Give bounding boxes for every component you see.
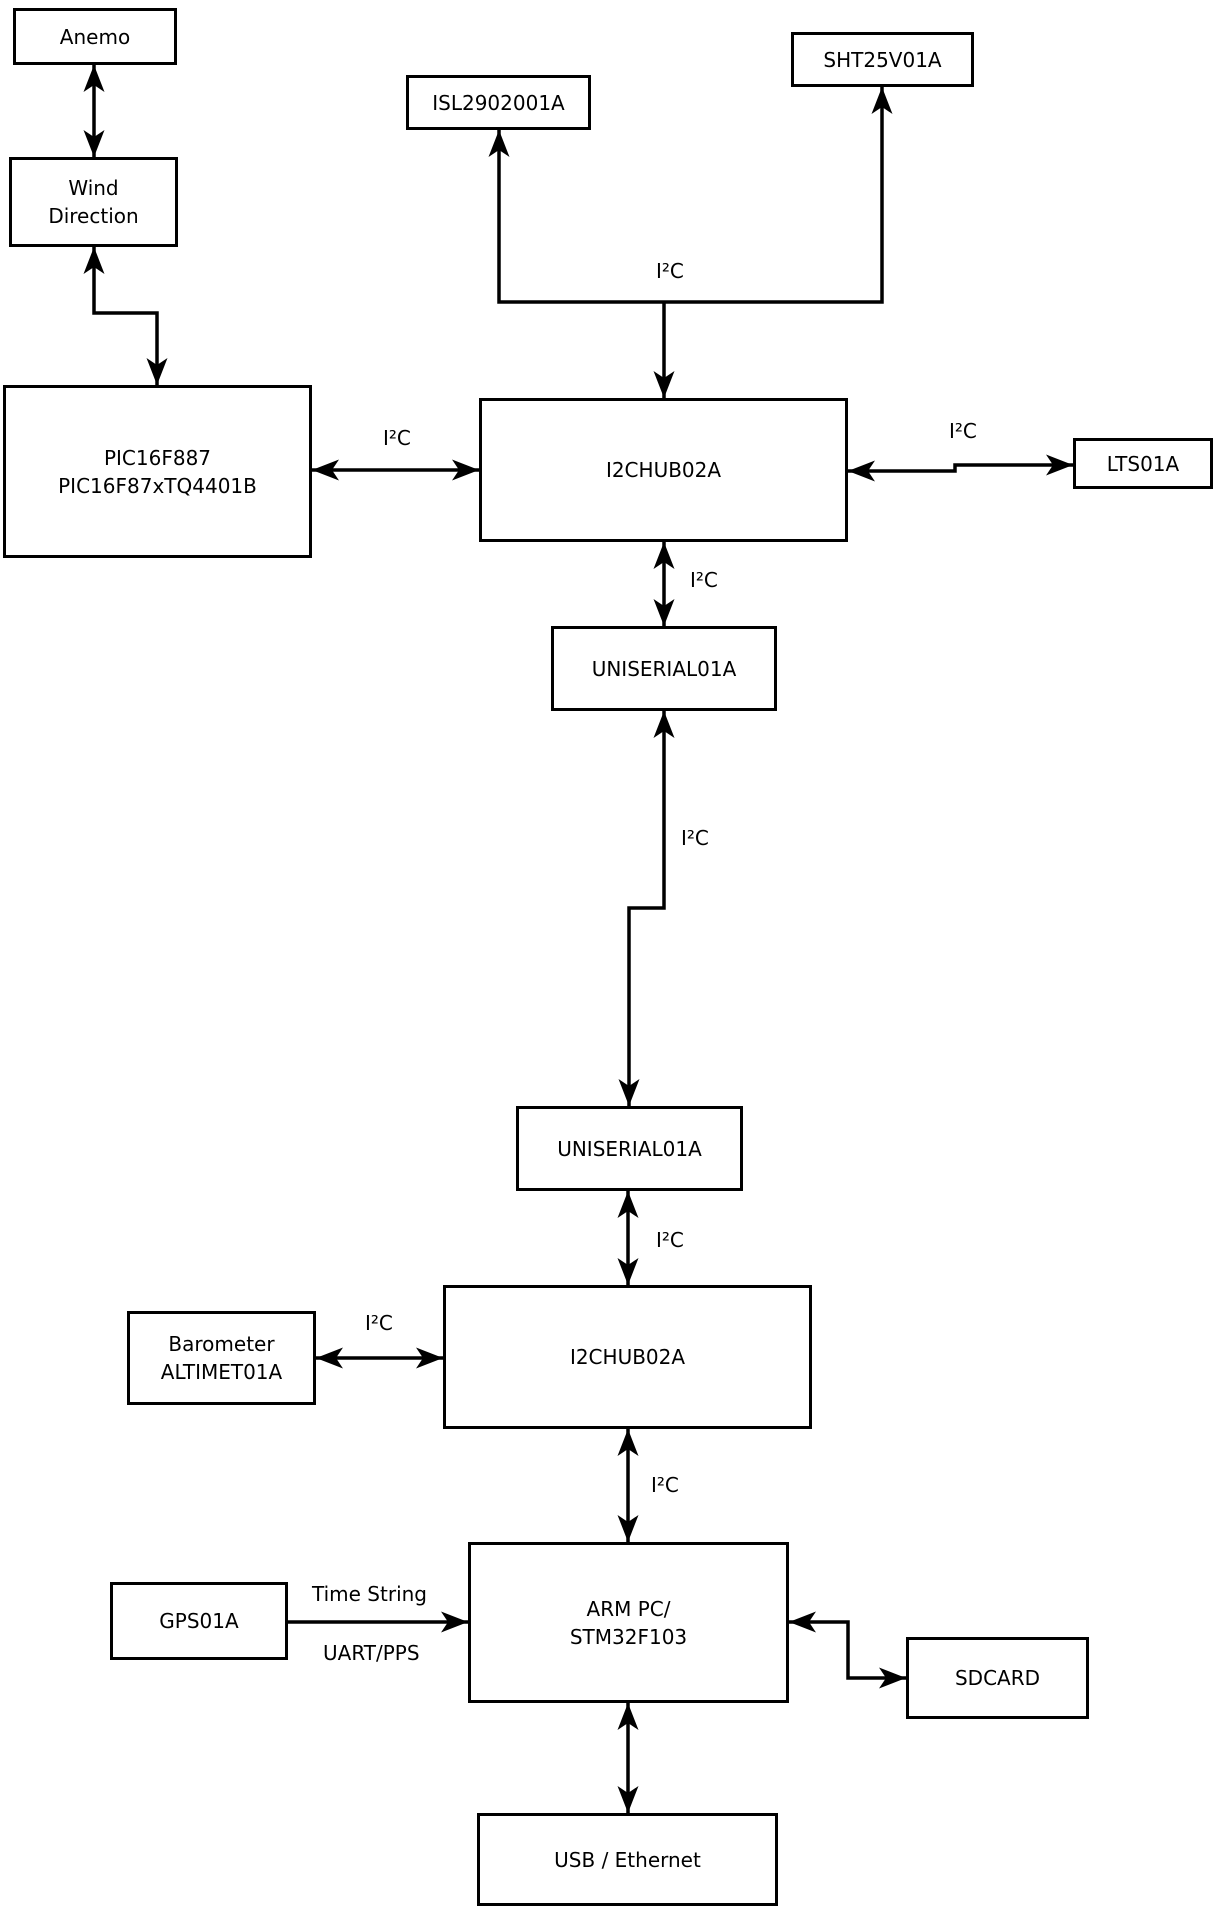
node-sdcard-label: SDCARD xyxy=(954,1666,1041,1690)
edge-label-i2c-pic-hub: I²C xyxy=(383,426,411,450)
arrowhead xyxy=(653,542,675,569)
edge-bus--i2chub02a-top xyxy=(653,302,675,398)
edge-label-i2c-uniserial-link: I²C xyxy=(681,826,709,850)
edge-label-i2c-barometer-hub2: I²C xyxy=(365,1311,393,1335)
arrowhead xyxy=(416,1347,443,1369)
arrowhead xyxy=(488,130,510,157)
edge-arm-pc--usb-ethernet xyxy=(617,1703,639,1813)
node-barometer-altimet01a: Barometer ALTIMET01A xyxy=(127,1311,316,1405)
node-gps01a-label: GPS01A xyxy=(159,1609,239,1633)
node-arm-pc-label-line1: ARM PC/ xyxy=(586,1596,671,1621)
arrowhead xyxy=(871,87,893,114)
arrowhead xyxy=(617,1258,639,1285)
node-uniserial01a-bottom-label: UNISERIAL01A xyxy=(557,1136,702,1161)
node-wind-direction-label-line2: Direction xyxy=(48,204,139,228)
arrowhead xyxy=(452,459,479,481)
node-wind-direction-label-line1: Wind xyxy=(68,176,119,200)
node-lts01a: LTS01A xyxy=(1073,438,1213,489)
node-pic16f887-label-line1: PIC16F887 xyxy=(103,445,212,470)
edge-label-i2c-uniserial-hub2: I²C xyxy=(656,1228,684,1252)
edge-bus-isl2902001a--sht25v01a-line xyxy=(497,87,884,304)
edge-barometer--i2chub02a-bottom xyxy=(316,1347,443,1369)
arrowhead xyxy=(618,1079,640,1106)
arrowhead xyxy=(848,460,875,482)
node-i2chub02a-bottom: I2CHUB02A xyxy=(443,1285,812,1429)
node-uniserial01a-bottom: UNISERIAL01A xyxy=(516,1106,743,1191)
edge-label-uart-pps: UART/PPS xyxy=(323,1641,420,1665)
node-i2chub02a-top: I2CHUB02A xyxy=(479,398,848,542)
edge-i2chub02a-top--uniserial01a-top xyxy=(653,542,675,626)
edge-label-i2c-hub-lts: I²C xyxy=(949,419,977,443)
node-anemo-label: Anemo xyxy=(59,24,131,49)
edge-bus-isl2902001a--sht25v01a xyxy=(488,87,893,304)
node-i2chub02a-top-label: I2CHUB02A xyxy=(605,458,722,482)
node-usb-ethernet-label: USB / Ethernet xyxy=(554,1847,701,1872)
edge-arm-pc--sdcard-line xyxy=(789,1620,906,1680)
node-uniserial01a-top-label: UNISERIAL01A xyxy=(591,656,737,681)
arrowhead xyxy=(653,371,675,398)
node-sht25v01a: SHT25V01A xyxy=(791,32,974,87)
arrowhead xyxy=(617,1191,639,1218)
edge-i2chub02a-top--lts01a-line xyxy=(848,463,1073,473)
node-pic16f887: PIC16F887 PIC16F87xTQ4401B xyxy=(3,385,312,558)
node-isl2902001a-label: ISL2902001A xyxy=(432,90,565,115)
node-pic16f887-label-line2: PIC16F87xTQ4401B xyxy=(58,473,257,498)
arrowhead xyxy=(617,1786,639,1813)
edge-wind-direction--pic16f887 xyxy=(83,247,168,385)
arrowhead xyxy=(653,599,675,626)
node-anemo: Anemo xyxy=(13,8,177,65)
node-arm-pc-label-line2: STM32F103 xyxy=(569,1624,688,1649)
node-usb-ethernet: USB / Ethernet xyxy=(477,1813,778,1906)
node-sdcard: SDCARD xyxy=(906,1637,1089,1719)
node-arm-pc-stm32f103: ARM PC/ STM32F103 xyxy=(468,1542,789,1703)
arrowhead xyxy=(83,247,105,274)
arrowhead xyxy=(789,1611,816,1633)
arrowhead xyxy=(617,1429,639,1456)
edge-label-i2c-hub2-arm: I²C xyxy=(651,1473,679,1497)
edge-i2chub02a-bottom--arm-pc xyxy=(617,1429,639,1542)
arrowhead xyxy=(316,1347,343,1369)
node-wind-direction: Wind Direction xyxy=(9,157,178,247)
node-barometer-label-line2: ALTIMET01A xyxy=(160,1360,283,1384)
arrowhead xyxy=(83,65,105,92)
node-gps01a: GPS01A xyxy=(110,1582,288,1660)
node-uniserial01a-top: UNISERIAL01A xyxy=(551,626,777,711)
edge-arm-pc--sdcard xyxy=(789,1611,906,1689)
edge-label-i2c-sensor-bus: I²C xyxy=(656,259,684,283)
edge-anemo--wind-direction xyxy=(83,65,105,157)
arrowhead xyxy=(146,358,168,385)
edge-gps01a--arm-pc xyxy=(288,1611,468,1633)
edge-label-time-string: Time String xyxy=(312,1582,427,1606)
edge-i2chub02a-top--lts01a xyxy=(848,454,1073,482)
arrowhead xyxy=(617,1515,639,1542)
edge-uniserial01a-top--uniserial01a-bottom-line xyxy=(627,711,666,1106)
edge-uniserial01a-bottom--i2chub02a-bottom xyxy=(617,1191,639,1285)
node-lts01a-label: LTS01A xyxy=(1106,451,1180,476)
arrowhead xyxy=(653,711,675,738)
arrowhead xyxy=(1046,454,1073,476)
arrowhead xyxy=(441,1611,468,1633)
edge-uniserial01a-top--uniserial01a-bottom xyxy=(618,711,675,1106)
node-i2chub02a-bottom-label: I2CHUB02A xyxy=(569,1345,686,1369)
edge-pic16f887--i2chub02a-top xyxy=(312,459,479,481)
node-barometer-label-line1: Barometer xyxy=(168,1332,275,1356)
node-isl2902001a: ISL2902001A xyxy=(406,75,591,130)
edge-wind-direction--pic16f887-line xyxy=(92,247,159,385)
node-sht25v01a-label: SHT25V01A xyxy=(823,47,942,72)
arrowhead xyxy=(879,1667,906,1689)
edge-label-i2c-hub-uniserial: I²C xyxy=(690,568,718,592)
arrowhead xyxy=(83,130,105,157)
arrowhead xyxy=(312,459,339,481)
arrowhead xyxy=(617,1703,639,1730)
